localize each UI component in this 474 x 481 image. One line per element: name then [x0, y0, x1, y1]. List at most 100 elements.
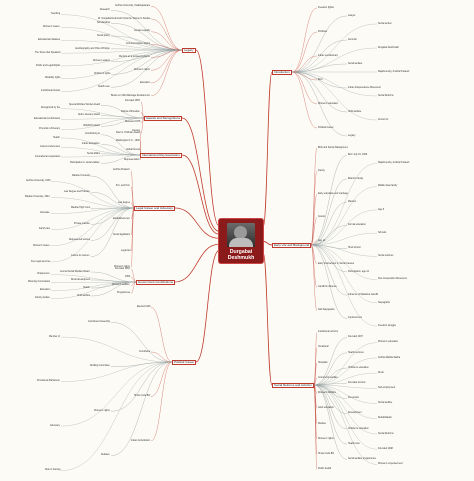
government-node[interactable]: Child welfare [77, 294, 91, 297]
social-node[interactable]: Health care [348, 442, 360, 445]
intro-node[interactable]: Rajahmundry, Andhra Pradesh [378, 70, 410, 73]
legacy-node[interactable]: Institutional Impact [41, 90, 61, 93]
early-node[interactable]: Married [348, 200, 356, 203]
legal-node[interactable]: Advocate [40, 212, 50, 215]
intro-node[interactable]: Lawyer [348, 14, 356, 17]
awards-node[interactable]: Received 1975 [125, 121, 141, 124]
early-node[interactable]: Age 12 [318, 239, 326, 242]
early-node[interactable]: Born July 15, 1909 [348, 154, 368, 157]
international-node[interactable]: Literacy [132, 130, 141, 133]
government-node[interactable]: Founded 1953 [115, 268, 130, 271]
government-node[interactable]: Rural development [71, 278, 91, 281]
international-node[interactable]: Representation [124, 158, 140, 161]
legacy-node[interactable]: Health care [98, 86, 110, 89]
international-node[interactable]: Indian delegation [82, 143, 100, 146]
early-node[interactable]: Influence of Mahatma Gandhi [348, 293, 379, 296]
intro-node[interactable]: Freedom fighter [318, 6, 335, 9]
political-node[interactable]: Indian Constitution [131, 439, 151, 442]
legal-node[interactable]: Madras University, 1942 [25, 196, 50, 199]
legacy-node[interactable]: Women's issues [43, 26, 60, 29]
legal-node[interactable]: Madras University [72, 174, 91, 177]
branch-awards[interactable]: Awards and Recognitions [144, 116, 182, 122]
branch-intro[interactable]: Introduction [272, 70, 292, 76]
early-node[interactable]: Birth and Family Background [318, 146, 348, 149]
social-node[interactable]: Andhra Mahila Sabha [378, 356, 401, 359]
early-node[interactable]: Participation, age 12 [348, 270, 369, 273]
legal-node[interactable]: Women's rights [114, 266, 130, 269]
early-node[interactable]: Non-Cooperation Movement [378, 278, 407, 281]
legacy-node[interactable]: Disability rights [45, 77, 61, 80]
legacy-node[interactable]: Educational initiatives [38, 39, 61, 42]
early-node[interactable]: Gandhi's influence [318, 286, 337, 289]
legal-node[interactable]: Women's issues [33, 244, 50, 247]
legacy-node[interactable]: Women's rights [134, 68, 150, 71]
early-node[interactable]: Formal education [348, 224, 366, 227]
intro-node[interactable]: Social worker [378, 22, 392, 25]
awards-node[interactable]: Promotion of literacy [39, 128, 60, 131]
branch-legacy[interactable]: Legacy [182, 48, 196, 54]
social-node[interactable]: Institutional reforms [318, 331, 339, 334]
international-node[interactable]: Participation in social welfare [70, 162, 100, 165]
social-node[interactable]: Social welfare [378, 402, 393, 405]
international-node[interactable]: Contributing to [85, 133, 100, 136]
central-node[interactable]: Durgabai Deshmukh [219, 219, 263, 263]
international-node[interactable]: International cooperation [35, 155, 61, 158]
legal-node[interactable]: Andhra Pradesh [113, 169, 130, 172]
branch-government[interactable]: Government Contributions [136, 280, 176, 286]
intro-node[interactable]: Political Career [318, 126, 334, 129]
political-node[interactable]: Drafting Committee [90, 365, 110, 368]
legal-node[interactable]: Represented women [69, 239, 91, 242]
early-node[interactable]: Brahmin family [348, 177, 364, 180]
social-node[interactable]: Rural [378, 371, 384, 374]
international-node[interactable]: Social affairs [87, 152, 101, 155]
legal-node[interactable]: B.A. and M.A. [116, 185, 131, 188]
social-node[interactable]: Self-employment [378, 387, 396, 390]
legacy-node[interactable]: Research [100, 9, 110, 12]
early-node[interactable]: Middle class family [378, 185, 398, 188]
legacy-node[interactable]: Social policy [97, 34, 110, 37]
social-node[interactable]: Children's education [348, 366, 369, 369]
awards-node[interactable]: Educational Contributions [34, 117, 61, 120]
political-node[interactable]: Elected 1946 [137, 306, 151, 309]
legacy-node[interactable]: Andhra University, Visakhapatnam [115, 4, 151, 7]
branch-international[interactable]: International Representation [140, 153, 182, 159]
social-node[interactable]: Prevention [348, 397, 359, 400]
legal-node[interactable]: Law degree [118, 201, 131, 204]
social-node[interactable]: Women's education [378, 341, 399, 344]
government-node[interactable]: Family welfare [35, 297, 50, 300]
legacy-node[interactable]: Women Leaders [93, 60, 110, 63]
social-node[interactable]: Public health [318, 468, 332, 471]
intro-node[interactable]: Social welfare [348, 62, 363, 65]
legal-node[interactable]: Justice for women [71, 255, 90, 258]
government-node[interactable]: Programmes [117, 292, 131, 295]
early-node[interactable]: Rajahmundry, Andhra Pradesh [378, 162, 410, 165]
social-node[interactable]: Health services [348, 351, 364, 354]
social-node[interactable]: Women's rights [318, 437, 334, 440]
social-node[interactable]: Rehabilitation [378, 417, 392, 420]
intro-node[interactable]: Durgabai Deshmukh [378, 46, 399, 49]
legacy-node[interactable]: Commemorative Stamp [126, 43, 151, 46]
legal-node[interactable]: Andhra University, 1930 [26, 180, 51, 183]
legal-node[interactable]: Law Degree and Practice [64, 190, 90, 193]
legal-node[interactable]: Legal Aid [121, 249, 131, 252]
intro-node[interactable]: Politician [318, 30, 328, 33]
social-node[interactable]: Social welfare programmes [348, 458, 376, 461]
early-node[interactable]: Satyagraha [378, 301, 390, 304]
international-node[interactable]: Washington D.C., 1948 [116, 139, 140, 142]
international-node[interactable]: Health [53, 136, 60, 139]
early-node[interactable]: Hindi school [348, 247, 361, 250]
early-node[interactable]: Social reformer [378, 255, 394, 258]
political-node[interactable]: Hindu Code Bill [134, 395, 150, 398]
legacy-node[interactable]: Mention as a pioneering figure [119, 56, 150, 59]
early-node[interactable]: Cousin [318, 216, 326, 219]
government-node[interactable]: Chairperson [37, 273, 50, 276]
early-node[interactable]: Freedom struggle [378, 324, 397, 327]
awards-node[interactable]: Special Welfare Worker Award [69, 103, 101, 106]
social-node[interactable]: Social Reforms [378, 432, 394, 435]
government-node[interactable]: 1952 [125, 276, 131, 279]
social-node[interactable]: Hospitals [318, 361, 328, 364]
intro-node[interactable]: Indian revolutionary [318, 54, 339, 57]
branch-political[interactable]: Political Career [172, 360, 197, 366]
branch-social[interactable]: Social Reforms and Activism [272, 383, 315, 389]
intro-node[interactable]: Legacy [348, 134, 356, 137]
